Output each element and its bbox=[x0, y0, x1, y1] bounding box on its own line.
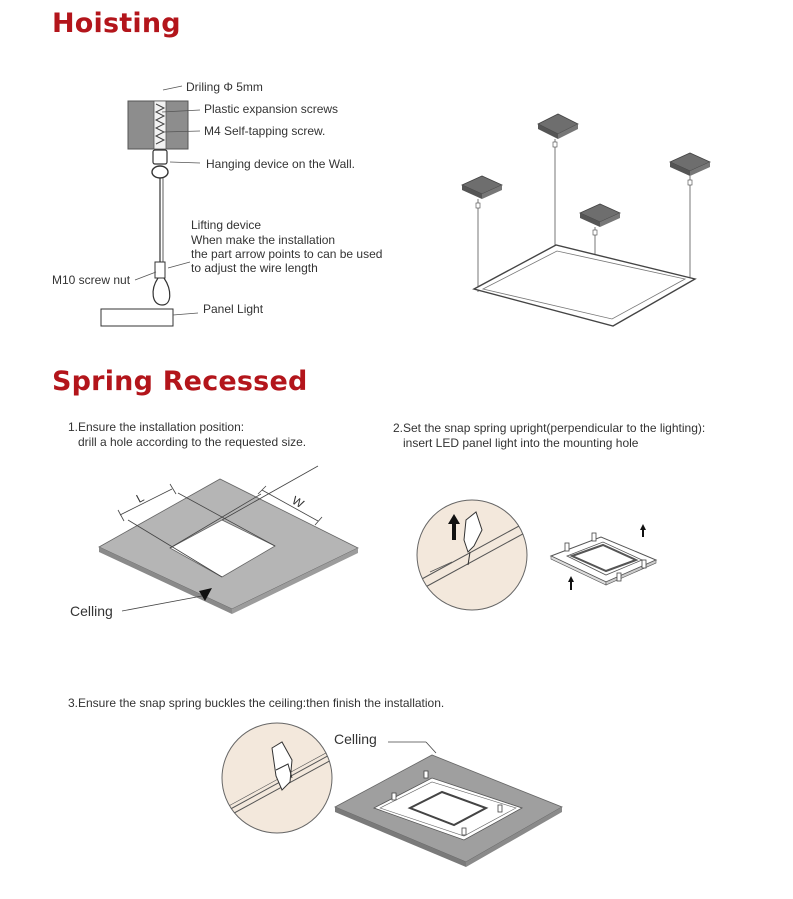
label-lifting-4: to adjust the wire length bbox=[191, 261, 318, 275]
panel-light-block bbox=[100, 308, 174, 327]
ceiling-mount-1 bbox=[537, 113, 579, 250]
label-drilling: Driling Φ 5mm bbox=[186, 80, 263, 94]
ceiling-mount-2 bbox=[461, 175, 503, 292]
spring-recessed-title: Spring Recessed bbox=[52, 366, 308, 397]
step-2-line-2: insert LED panel light into the mounting… bbox=[403, 436, 639, 450]
label-lifting-1: Lifting device bbox=[191, 218, 262, 232]
step-3-line-1: 3.Ensure the snap spring buckles the cei… bbox=[68, 696, 445, 710]
step-1-text: 1.Ensure the installation position: dril… bbox=[68, 420, 306, 450]
hanging-device bbox=[152, 149, 168, 165]
buckled-spring bbox=[271, 741, 293, 791]
ceiling-pointer-arrow bbox=[199, 588, 212, 601]
ceiling-label-1: Celling bbox=[70, 603, 113, 619]
step-3-text: 3.Ensure the snap spring buckles the cei… bbox=[68, 696, 444, 711]
label-self-tapping: M4 Self-tapping screw. bbox=[204, 124, 326, 138]
spring-detail-circle bbox=[416, 499, 528, 611]
up-arrow-small-2 bbox=[568, 576, 574, 590]
ceiling-mount-3 bbox=[669, 152, 711, 282]
up-arrow-large bbox=[448, 514, 460, 540]
step-2-text: 2.Set the snap spring upright(perpendicu… bbox=[393, 421, 705, 451]
step-2-line-1: 2.Set the snap spring upright(perpendicu… bbox=[393, 421, 706, 435]
hoisting-title: Hoisting bbox=[52, 8, 181, 39]
label-screw-nut: M10 screw nut bbox=[52, 273, 131, 287]
wire-loop bbox=[152, 277, 171, 306]
screw-thread bbox=[154, 103, 166, 145]
up-arrow-small-1 bbox=[640, 524, 646, 537]
lifting-device bbox=[154, 261, 166, 279]
label-hanging-device: Hanging device on the Wall. bbox=[206, 157, 355, 171]
label-lifting-3: the part arrow points to can be used bbox=[191, 247, 383, 261]
label-panel-light: Panel Light bbox=[203, 302, 264, 316]
step-1-line-1: 1.Ensure the installation position: bbox=[68, 420, 245, 434]
ceiling-mount-4 bbox=[579, 203, 621, 262]
ceiling-label-2: Celling bbox=[334, 731, 377, 747]
label-expansion-screws: Plastic expansion screws bbox=[204, 102, 339, 116]
snap-spring bbox=[463, 511, 483, 553]
label-lifting-2: When make the installation bbox=[191, 233, 336, 247]
step-1-line-2: drill a hole according to the requested … bbox=[78, 435, 307, 449]
